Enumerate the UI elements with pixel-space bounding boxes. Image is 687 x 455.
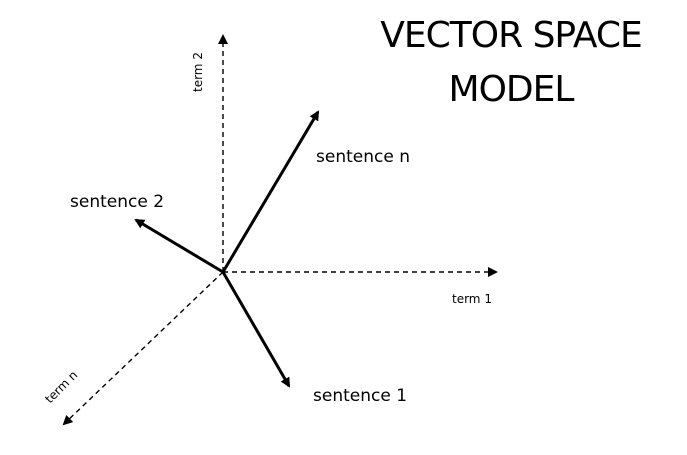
- vector-sentence-2: [134, 218, 224, 274]
- vector-label-sentence-1: sentence 1: [313, 386, 407, 406]
- vector-sentence-1: [221, 271, 291, 388]
- vector-sentence-n: [221, 110, 320, 273]
- title-line-2: MODEL: [449, 69, 575, 110]
- axis-label-term-1: term 1: [452, 292, 492, 306]
- vector-label-sentence-n: sentence n: [316, 147, 410, 167]
- vector-label-sentence-2: sentence 2: [70, 192, 164, 212]
- axis-label-term-n: term n: [42, 368, 80, 406]
- axis-label-term-2: term 2: [191, 52, 205, 92]
- axis-term-n: [62, 271, 224, 426]
- title-line-1: VECTOR SPACE: [380, 15, 641, 56]
